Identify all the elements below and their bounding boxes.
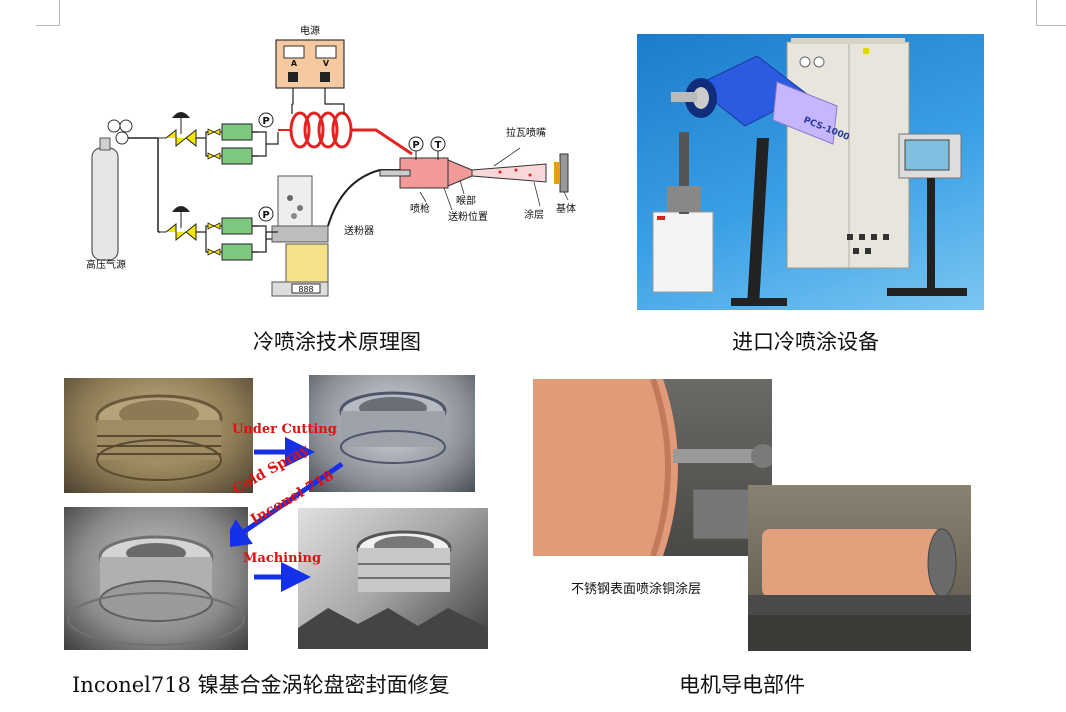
caption-motor: 电机导电部件	[679, 673, 805, 697]
copper-coated-roller-closeup-photo	[533, 379, 772, 556]
substrate-block	[559, 153, 569, 193]
pressure-gauge-upper-label: P	[262, 116, 269, 127]
spray-gun-label: 喷枪	[410, 202, 430, 215]
ammeter-label: A	[291, 59, 298, 68]
power-supply-label: 电源	[300, 24, 320, 37]
under-cutting-label: Under Cutting	[232, 422, 337, 437]
pressure-gauge-lower-label: P	[262, 210, 269, 221]
caption-principle: 冷喷涂技术原理图	[253, 330, 421, 354]
turbine-disk-under-cut-photo	[309, 375, 475, 492]
caption-equipment: 进口冷喷涂设备	[732, 330, 879, 354]
turbine-disk-cold-sprayed-photo	[64, 507, 248, 650]
gas-cylinder	[91, 137, 119, 261]
substrate-label: 基体	[556, 202, 576, 215]
page-corner-mark-right	[1036, 0, 1066, 26]
page-corner-mark-left	[36, 0, 60, 26]
scale-display: 888	[298, 285, 313, 294]
powder-feeder: 888	[271, 175, 329, 297]
stainless-steel-copper-coating-label: 不锈钢表面喷涂铜涂层	[571, 582, 702, 597]
cold-spray-principle-diagram: P P 电源 A V 888 P T	[86, 24, 576, 297]
powder-feeder-label: 送粉器	[344, 224, 374, 237]
laval-nozzle-label: 拉瓦喷嘴	[506, 126, 546, 139]
imported-cold-spray-equipment-photo: PCS-1000	[637, 34, 984, 310]
coating-layer	[554, 162, 560, 184]
gas-source-label: 高压气源	[86, 258, 126, 271]
throat-label: 喉部	[456, 194, 476, 207]
turbine-disk-original-photo	[64, 378, 253, 493]
heater-coil	[289, 111, 353, 149]
coating-label: 涂层	[524, 208, 544, 221]
caption-repair: Inconel718 镍基合金涡轮盘密封面修复	[72, 673, 450, 697]
machining-label: Machining	[243, 551, 322, 566]
powder-feed-position-label: 送粉位置	[448, 210, 488, 223]
voltmeter-label: V	[323, 59, 330, 68]
turbine-disk-machined-photo	[298, 508, 488, 649]
cold-spray-arrow	[230, 461, 344, 549]
spray-gun	[379, 157, 547, 189]
temperature-gauge-label: T	[435, 140, 442, 151]
copper-coated-roller-full-photo	[748, 485, 971, 651]
pressure-gauge-gun-label: P	[412, 140, 419, 151]
repair-process-arrows	[230, 437, 344, 592]
